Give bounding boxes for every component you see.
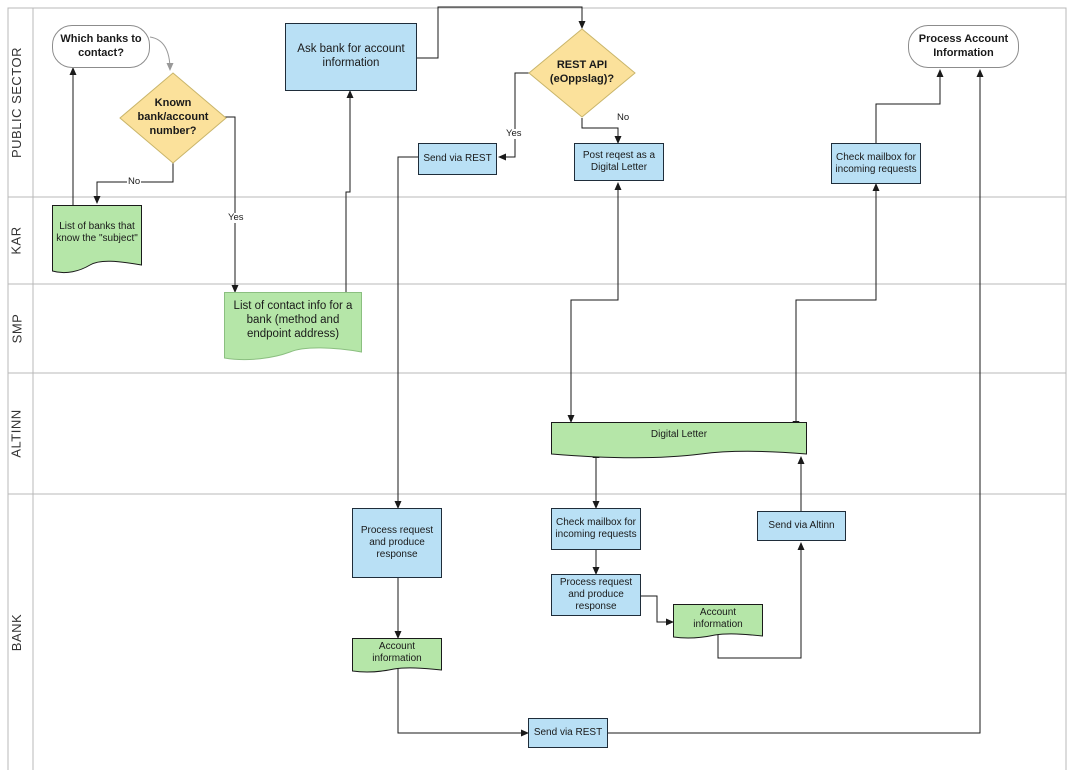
node-send-rest-bank: Send via REST [528,718,608,748]
node-send-altinn: Send via Altinn [757,511,846,541]
edge-post-to-letter [567,182,622,423]
edge-label-yes-known: Yes [227,212,245,223]
lane-frame [7,7,1067,770]
node-check-mailbox-bank: Check mailbox for incoming requests [551,508,641,550]
edge-info2-to-altinn [717,542,805,659]
edge-label-no-known: No [127,176,142,187]
edge-rest-no [581,118,622,144]
node-process-request-2: Process request and produce response [551,574,641,616]
node-post-request: Post reqest as a Digital Letter [574,143,664,181]
document-label-digital-letter: Digital Letter [650,429,708,440]
lane-label-altinn: ALTINN [9,409,25,458]
edge-process2-to-info2 [641,595,674,626]
node-digital-letter: Digital Letter [551,422,807,460]
edge-sendrest-to-processacct [608,69,984,734]
node-process-account: Process Account Information [908,25,1019,68]
document-label-account-info-2: Account information [693,607,743,630]
node-rest-api: REST API (eOppslag)? [528,28,636,118]
edge-rest-yes [498,72,530,161]
document-label-list-contact: List of contact info for a bank (method … [233,300,353,340]
edge-label-yes-rest: Yes [505,128,523,139]
decision-label-rest: REST API (eOppslag)? [549,59,615,85]
node-account-info-1: Account information [352,638,442,674]
document-label-list-banks: List of banks that know the "subject" [56,221,138,244]
node-process-request-1: Process request and produce response [352,508,442,578]
node-send-rest-public: Send via REST [418,143,497,175]
document-shape-account-info-2 [673,604,763,639]
document-shape-list-contact [224,292,362,361]
edge-known-yes [225,116,239,293]
lane-label-kar: KAR [8,226,24,255]
edge-checkpublic-to-processacct [875,69,944,143]
decision-shape-rest [528,28,636,118]
node-ask-bank: Ask bank for account information [285,23,417,91]
edge-ask-to-rest [417,6,586,59]
edge-label-no-rest: No [616,112,631,123]
edge-letter-to-checkpublic [792,183,880,429]
lane-label-smp: SMP [8,313,24,344]
node-which-banks: Which banks to contact? [52,25,150,68]
node-known-account: Known bank/account number? [119,72,227,164]
decision-label-known: Known bank/account number? [137,97,209,137]
node-check-mailbox-public: Check mailbox for incoming requests [831,143,921,184]
node-list-banks: List of banks that know the "subject" [52,205,142,275]
lane-label-public-sector: PUBLIC SECTOR [9,46,25,159]
lane-label-bank: BANK [9,613,24,651]
node-account-info-2: Account information [673,604,763,640]
decision-shape-known [119,72,227,164]
edge-info1-to-sendrest [397,668,529,737]
document-shape-account-info-1 [352,638,442,673]
document-shape-list-banks [52,205,142,274]
edge-which-to-known [149,36,174,71]
edge-contact-to-ask [345,90,354,292]
document-label-account-info-1: Account information [372,641,422,664]
node-list-contact: List of contact info for a bank (method … [224,292,362,362]
edge-sendrest-to-process [394,156,418,509]
